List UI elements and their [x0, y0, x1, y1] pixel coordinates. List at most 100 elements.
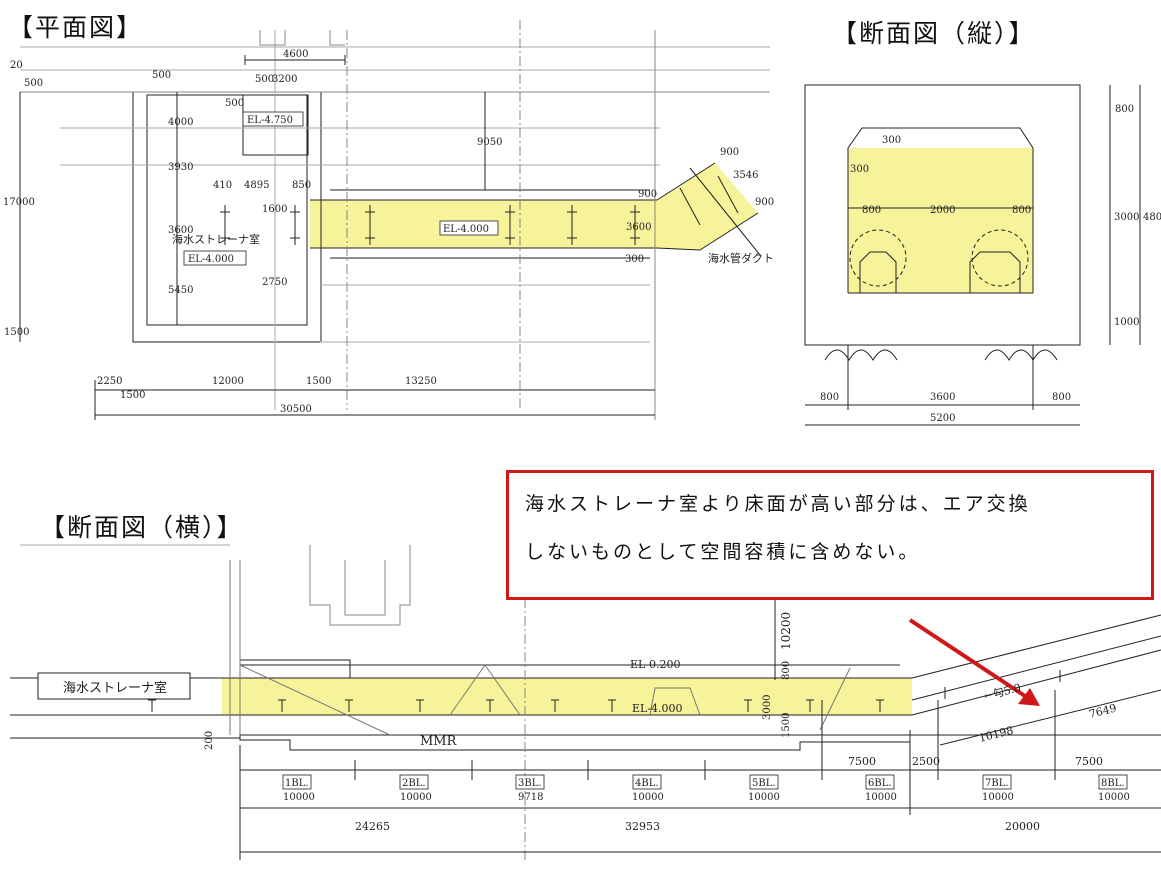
plan-dim-900b: 900 [720, 147, 739, 158]
plan-dim-900c: 900 [755, 197, 774, 208]
plan-room-label: 海水ストレーナ室 [172, 232, 260, 246]
block-labels: 1BL. 10000 2BL. 10000 3BL. 9718 4BL. 100… [282, 774, 1130, 803]
plan-dim-2750: 2750 [262, 277, 287, 288]
hsec-room-label: 海水ストレーナ室 [63, 680, 167, 696]
plan-dim-3600: 3600 [168, 225, 193, 236]
vsec-dim-1000: 1000 [1114, 317, 1139, 328]
vsec-dim-300b: 300 [850, 164, 869, 175]
plan-dim-17000: 17000 [3, 197, 35, 208]
vsec-dim-4800: 4800 [1143, 212, 1161, 223]
hsec-dim-2500: 2500 [912, 755, 940, 768]
block-2-name: 2BL. [402, 778, 426, 789]
vsec-dim-3600: 3600 [930, 392, 955, 403]
hsec-pipes [148, 670, 1061, 712]
note-line-2: しないものとして空間容積に含めない。 [525, 541, 921, 563]
vsec-dim-800c: 800 [820, 392, 839, 403]
note-line-1: 海水ストレーナ室より床面が高い部分は、エア交換 [525, 493, 1031, 515]
vsec-dim-800a: 800 [862, 205, 881, 216]
hsec-dim-7500b: 7500 [1075, 755, 1103, 768]
block-6-name: 6BL. [868, 778, 892, 789]
plan-el-4000a: EL-4.000 [188, 254, 234, 265]
vsec-dim-800b: 800 [1012, 205, 1031, 216]
hsec-el-0200: EL-0.200 [630, 658, 681, 671]
hsec-mmr: MMR [420, 734, 458, 749]
total-32953: 32953 [625, 820, 660, 833]
horizontal-section [10, 490, 1161, 860]
hsec-dim-10198: 10198 [978, 724, 1015, 745]
block-8-name: 8BL. [1101, 778, 1125, 789]
plan-dim-850: 850 [292, 180, 311, 191]
horizontal-section-title: 【断面図（横）】 [40, 513, 244, 542]
plan-dim-2250: 2250 [97, 376, 122, 387]
plan-dim-4895: 4895 [244, 180, 269, 191]
plan-duct-highlight-bend [657, 163, 758, 250]
plan-dim-3600b: 3600 [626, 222, 651, 233]
hsec-highlight [222, 678, 912, 715]
plan-dim-3930: 3930 [168, 162, 193, 173]
plan-el-4750: EL-4.750 [247, 115, 293, 126]
plan-dim-20: 20 [10, 60, 23, 71]
vertical-section-title: 【断面図（縦）】 [832, 19, 1036, 48]
plan-dim-500a: 500 [152, 70, 171, 81]
plan-dim-1500b: 1500 [306, 376, 331, 387]
block-5-len: 10000 [748, 792, 780, 803]
plan-dim-5450: 5450 [168, 285, 193, 296]
total-20000: 20000 [1005, 820, 1040, 833]
block-4-name: 4BL. [635, 778, 659, 789]
block-3-len: 9718 [518, 792, 543, 803]
plan-dim-3546: 3546 [733, 170, 758, 181]
vsec-highlight [848, 148, 1033, 293]
hsec-dim-7649: 7649 [1088, 702, 1118, 721]
block-2-len: 10000 [400, 792, 432, 803]
total-24265: 24265 [355, 820, 390, 833]
vsec-inner [847, 127, 1034, 293]
vsec-dim-3000: 3000 [1114, 212, 1139, 223]
hsec-dim-800: 800 [781, 661, 792, 680]
plan-dim-500b: 500 [255, 74, 274, 85]
plan-dim-300: 300 [625, 254, 644, 265]
plan-dim-3200: 3200 [272, 74, 297, 85]
hsec-dim-7500a: 7500 [848, 755, 876, 768]
block-7-name: 7BL. [985, 778, 1009, 789]
plan-dim-900a: 900 [638, 189, 657, 200]
plan-pipes [220, 175, 739, 245]
plan-dim-30500: 30500 [280, 404, 312, 415]
block-4-len: 10000 [632, 792, 664, 803]
block-1-name: 1BL. [285, 778, 309, 789]
block-7-len: 10000 [982, 792, 1014, 803]
plan-dim-410: 410 [213, 180, 232, 191]
plan-view [19, 20, 770, 420]
vsec-dim-800-top: 800 [1115, 104, 1134, 115]
plan-dim-left-500: 500 [24, 78, 43, 89]
plan-dim-4000: 4000 [168, 117, 193, 128]
vsec-dim-5200: 5200 [930, 413, 955, 424]
block-1-len: 10000 [283, 792, 315, 803]
hsec-el-4000: EL-4.000 [632, 702, 683, 715]
hsec-dim-1500: 1500 [781, 713, 792, 738]
plan-dim-1600: 1600 [262, 204, 287, 215]
vertical-section [804, 84, 1141, 426]
plan-room-inner [146, 94, 308, 326]
plan-duct-label: 海水管ダクト [708, 251, 774, 265]
block-3-name: 3BL. [518, 778, 542, 789]
plan-labels: 4600 500 500 3200 500 20 500 4000 3930 3… [3, 49, 774, 415]
plan-dim-4600: 4600 [283, 49, 308, 60]
block-6-len: 10000 [865, 792, 897, 803]
vsec-dim-300a: 300 [882, 135, 901, 146]
plan-dim-1500c: 1500 [120, 390, 145, 401]
plan-dim-500c: 500 [225, 98, 244, 109]
plan-title: 【平面図】 [8, 13, 144, 42]
vsec-dim-2000: 2000 [930, 205, 955, 216]
hsec-slope: ←勾5.0 [983, 681, 1023, 703]
plan-dim-1500: 1500 [4, 327, 29, 338]
vsec-dim-800d: 800 [1052, 392, 1071, 403]
plan-dim-12000: 12000 [212, 376, 244, 387]
hsec-dim-10200: 10200 [779, 612, 793, 650]
plan-dim-13250: 13250 [405, 376, 437, 387]
block-5-name: 5BL. [752, 778, 776, 789]
plan-dim-9050: 9050 [477, 137, 502, 148]
callout-arrow [908, 618, 1040, 706]
plan-el-4000b: EL-4.000 [443, 224, 489, 235]
block-8-len: 10000 [1098, 792, 1130, 803]
